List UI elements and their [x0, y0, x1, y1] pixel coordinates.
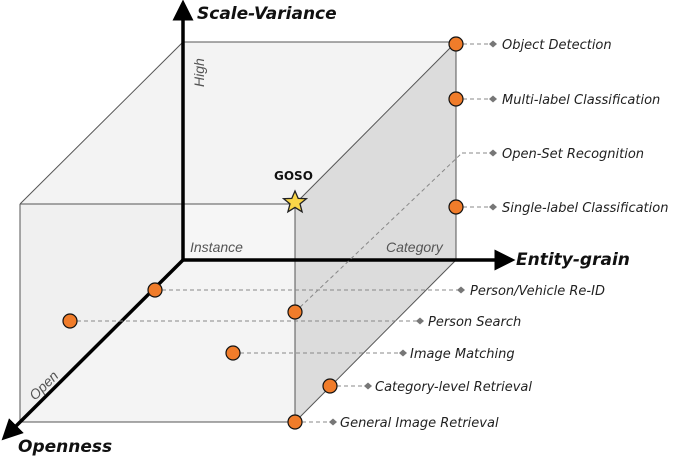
leader-lines — [70, 43, 490, 423]
cube-edges — [19, 41, 457, 423]
entity-grain-title: Entity-grain — [516, 250, 630, 270]
diamond-person-search — [416, 317, 424, 325]
label-category-retrieval: Category-level Retrieval — [375, 380, 532, 395]
diamond-general-retrieval — [329, 418, 337, 426]
point-reid — [147, 282, 163, 298]
point-multi-label — [448, 91, 464, 107]
label-multi-label: Multi-label Classification — [502, 93, 660, 108]
scale-variance-title: Scale-Variance — [197, 4, 337, 24]
label-open-set: Open-Set Recognition — [502, 147, 644, 162]
goso-star-icon — [281, 189, 309, 214]
top-face — [20, 42, 456, 204]
leader-open-set — [294, 152, 463, 313]
category-label: Category — [386, 239, 444, 255]
high-label: High — [191, 58, 207, 87]
task-points — [62, 36, 464, 430]
point-general-retrieval — [287, 414, 303, 430]
openness-title: Openness — [18, 437, 112, 457]
diamond-open-set — [489, 149, 497, 157]
point-image-matching — [225, 345, 241, 361]
point-open-set-recognition — [287, 304, 303, 320]
point-category-retrieval — [322, 378, 338, 394]
diamond-reid — [457, 286, 465, 294]
label-person-search: Person Search — [428, 315, 521, 330]
label-general-retrieval: General Image Retrieval — [340, 416, 499, 431]
label-reid: Person/Vehicle Re-ID — [470, 284, 605, 299]
diamond-multi-label — [489, 95, 497, 103]
instance-label: Instance — [190, 239, 243, 255]
goso-label: GOSO — [274, 169, 313, 183]
diamond-single-label — [489, 203, 497, 211]
diamond-object-detection — [489, 40, 497, 48]
point-person-search — [62, 313, 78, 329]
point-single-label — [448, 199, 464, 215]
label-single-label: Single-label Classification — [502, 201, 668, 216]
right-face — [295, 42, 456, 422]
diamond-category-retrieval — [364, 382, 372, 390]
leader-diamonds — [329, 40, 497, 426]
label-image-matching: Image Matching — [410, 347, 515, 362]
label-object-detection: Object Detection — [502, 38, 612, 53]
point-object-detection — [448, 36, 464, 52]
diamond-image-matching — [399, 349, 407, 357]
